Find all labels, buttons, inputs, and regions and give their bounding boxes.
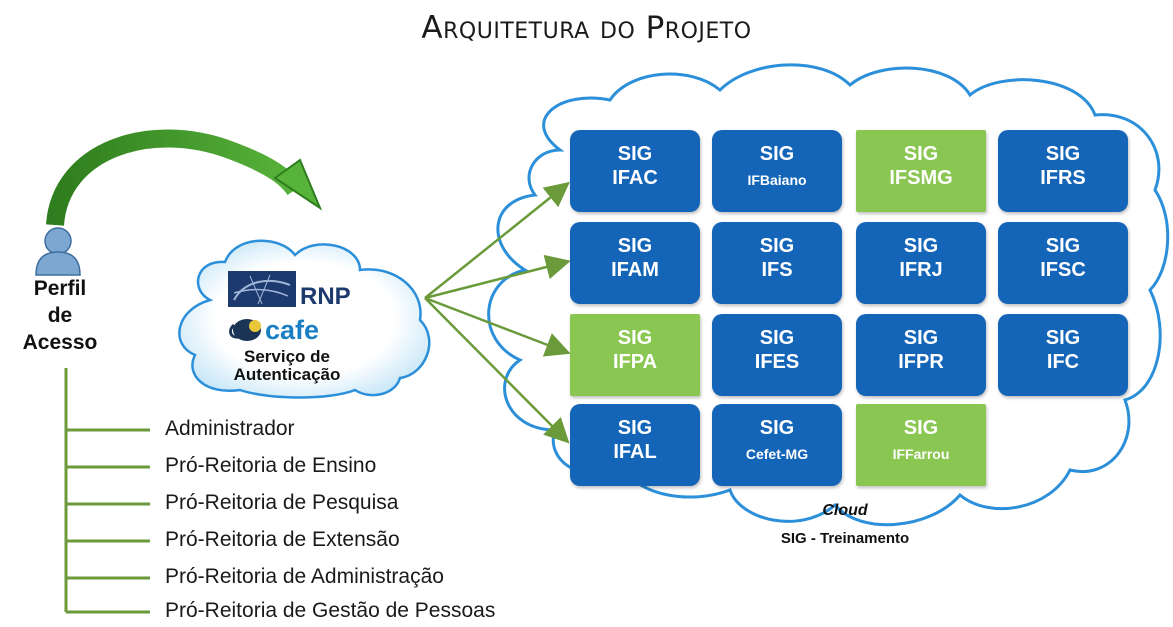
sig-tile-name: IFAL <box>613 441 657 463</box>
profile-label-line: Perfil <box>33 277 87 300</box>
sig-tile-prefix: SIG <box>903 417 939 439</box>
sig-tile-name: IFFarrou <box>892 446 950 462</box>
cloud-caption-2: SIG - Treinamento <box>780 530 910 547</box>
sig-tile-prefix: SIG <box>759 327 795 349</box>
sig-tile-ifbaiano: SIG IFBaiano <box>712 130 842 212</box>
sig-tile-name: IFBaiano <box>747 172 807 188</box>
auth-service-line: Autenticação <box>233 365 341 384</box>
sig-tile-prefix: SIG <box>903 235 939 257</box>
profile-item-administrador: Administrador <box>165 417 295 440</box>
sig-tile-prefix: SIG <box>759 143 795 165</box>
sig-tile-prefix: SIG <box>759 235 795 257</box>
sig-tile-prefix: SIG <box>617 235 653 257</box>
sig-tile-prefix: SIG <box>903 143 939 165</box>
sig-tile-name: IFRJ <box>899 259 943 281</box>
sig-tile-prefix: SIG <box>617 417 653 439</box>
sig-tile-prefix: SIG <box>617 327 653 349</box>
profile-item-extensao: Pró-Reitoria de Extensão <box>165 528 400 551</box>
cafe-label: cafe <box>265 315 320 345</box>
sig-tile-name: IFS <box>761 259 793 281</box>
profile-item-ensino: Pró-Reitoria de Ensino <box>165 454 377 477</box>
profile-tree-lines <box>64 368 150 614</box>
sig-tile-name: Cefet-MG <box>745 446 809 462</box>
sig-tile-prefix: SIG <box>759 417 795 439</box>
sig-tile-prefix: SIG <box>617 143 653 165</box>
cloud-caption-1: Cloud <box>822 502 868 519</box>
cafe-cup-icon <box>229 319 261 341</box>
auth-service-line: Serviço de <box>244 347 330 366</box>
profile-item-pesquisa: Pró-Reitoria de Pesquisa <box>165 491 399 514</box>
auth-service-label: Serviço de Autenticação <box>202 348 372 384</box>
login-curved-arrow <box>46 129 323 227</box>
sig-tile-name: IFSMG <box>889 167 953 189</box>
sig-tile-cefet-mg: SIG Cefet-MG <box>712 404 842 486</box>
sig-tile-prefix: SIG <box>903 327 939 349</box>
sig-tile-name: IFPA <box>612 351 658 373</box>
sig-tile-name: IFAC <box>612 167 658 189</box>
profile-label: Perfil de Acesso <box>15 275 105 356</box>
rnp-logo-icon <box>228 271 296 307</box>
profile-label-line: Acesso <box>22 331 98 354</box>
sig-tile-name: IFC <box>1046 351 1080 373</box>
sig-tile-prefix: SIG <box>1045 143 1081 165</box>
page-title: Arquitetura do Projeto <box>421 10 752 46</box>
profile-label-line: de <box>47 304 73 327</box>
sig-tile-name: IFSC <box>1040 259 1086 281</box>
profile-item-administracao: Pró-Reitoria de Administração <box>165 565 444 588</box>
auth-to-cloud-arrows <box>424 181 571 444</box>
sig-tile-name: IFPR <box>898 351 944 373</box>
sig-tile-name: IFAM <box>611 259 659 281</box>
rnp-label: RNP <box>300 283 351 310</box>
sig-tile-name: IFRS <box>1040 167 1086 189</box>
sig-tile-prefix: SIG <box>1045 235 1081 257</box>
user-icon <box>35 227 81 276</box>
profile-item-gestao-pessoas: Pró-Reitoria de Gestão de Pessoas <box>165 599 496 622</box>
sig-tile-name: IFES <box>754 351 800 373</box>
sig-tile-iffarrou: SIG IFFarrou <box>856 404 986 486</box>
sig-tile-prefix: SIG <box>1045 327 1081 349</box>
